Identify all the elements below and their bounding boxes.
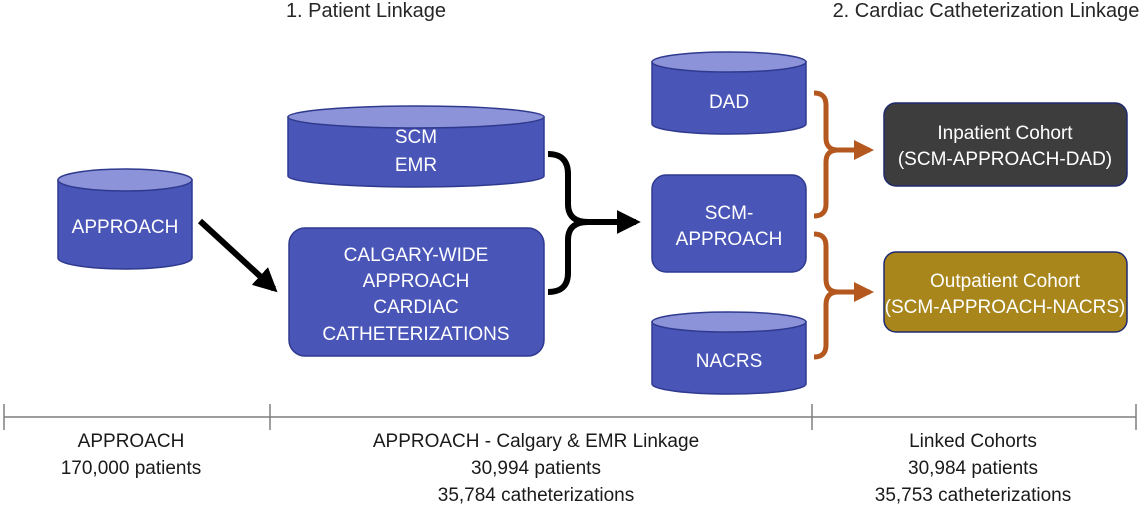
inpatient-brace: [813, 90, 841, 219]
outpatient-label-line2: (SCM-APPROACH-NACRS): [885, 297, 1126, 318]
footer-col2-line3: 35,784 catheterizations: [438, 485, 634, 506]
nacrs-label: NACRS: [696, 351, 763, 372]
outpatient-label-line1: Outpatient Cohort: [930, 271, 1081, 292]
calgary-label-line3: CARDIAC: [373, 297, 459, 318]
dad-label: DAD: [709, 92, 749, 113]
scm-emr-label-line1: SCM: [395, 127, 437, 148]
calgary-label-line1: CALGARY-WIDE: [344, 245, 489, 266]
scm-emr-label-line2: EMR: [395, 155, 437, 176]
header-cardiac-linkage: 2. Cardiac Catheterization Linkage: [833, 0, 1140, 22]
merge-brace: [547, 151, 591, 295]
nacrs-database: NACRS: [651, 311, 807, 395]
footer-col2-line1: APPROACH - Calgary & EMR Linkage: [373, 431, 699, 452]
scm-approach-box: SCM- APPROACH: [651, 174, 807, 273]
footer-col3-line3: 35,753 catheterizations: [875, 485, 1071, 506]
inpatient-cohort-box: Inpatient Cohort (SCM-APPROACH-DAD): [883, 102, 1128, 187]
footer-col3-line1: Linked Cohorts: [909, 431, 1037, 452]
header-patient-linkage: 1. Patient Linkage: [286, 0, 446, 22]
outpatient-brace: [813, 231, 841, 360]
approach-label: APPROACH: [72, 217, 179, 238]
calgary-label-line4: CATHETERIZATIONS: [322, 324, 509, 345]
footer-col1-line1: APPROACH: [78, 431, 185, 452]
calgary-label-line2: APPROACH: [363, 271, 470, 292]
scm-emr-database: SCM EMR: [287, 105, 545, 188]
calgary-wide-box: CALGARY-WIDE APPROACH CARDIAC CATHETERIZ…: [288, 227, 545, 357]
footer-col1-line2: 170,000 patients: [61, 458, 202, 479]
footer-col3-line2: 30,984 patients: [908, 458, 1038, 479]
scm-approach-label-line1: SCM-: [705, 203, 754, 224]
dad-database: DAD: [651, 51, 807, 135]
scm-approach-label-line2: APPROACH: [676, 229, 783, 250]
footer-col2-line2: 30,994 patients: [471, 458, 601, 479]
timeline: [3, 404, 1137, 430]
approach-database: APPROACH: [57, 168, 193, 270]
inpatient-label-line1: Inpatient Cohort: [937, 123, 1073, 144]
approach-to-calgary-arrow: [197, 218, 278, 293]
inpatient-label-line2: (SCM-APPROACH-DAD): [898, 149, 1112, 170]
outpatient-cohort-box: Outpatient Cohort (SCM-APPROACH-NACRS): [883, 251, 1128, 333]
